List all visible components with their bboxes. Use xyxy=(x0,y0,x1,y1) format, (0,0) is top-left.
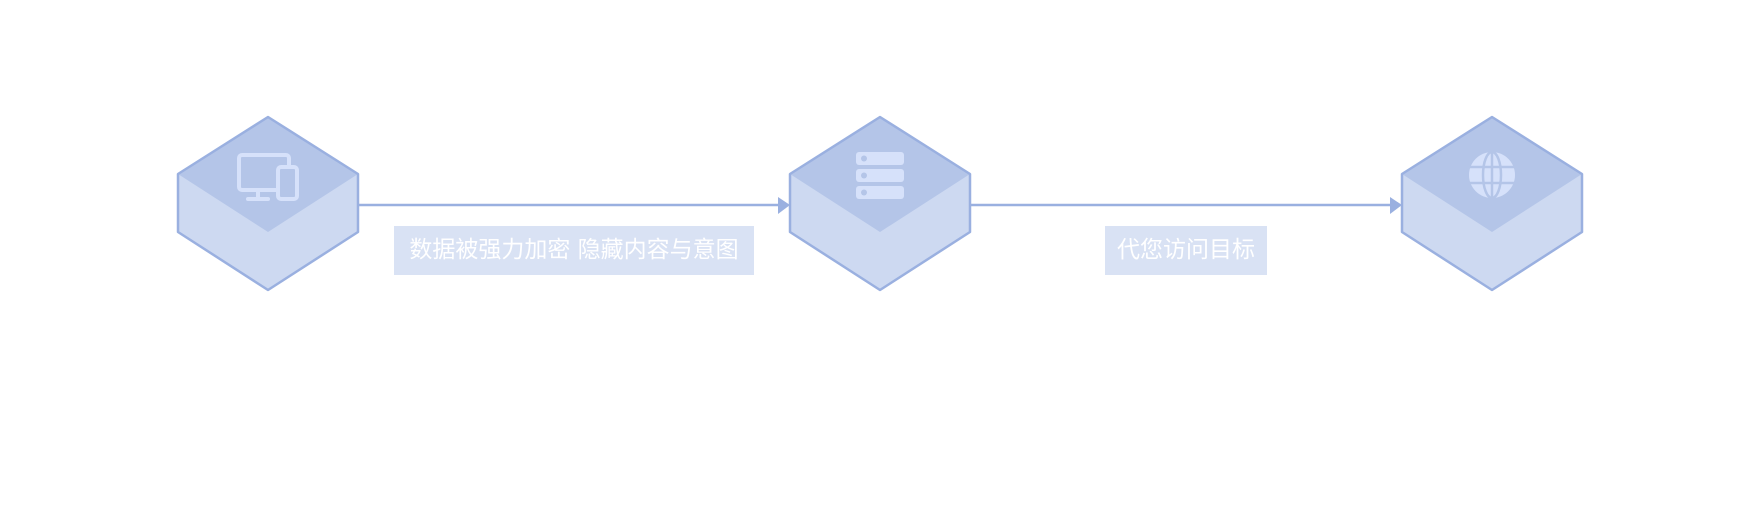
edge-label-access-target: 代您访问目标 xyxy=(1105,226,1267,275)
node-client xyxy=(176,115,360,292)
edge-client-proxy xyxy=(359,197,790,214)
arrowhead-icon xyxy=(1390,197,1402,214)
server-icon xyxy=(856,152,904,199)
globe-icon xyxy=(1469,150,1515,200)
devices-icon xyxy=(237,153,299,201)
node-target xyxy=(1400,115,1584,292)
node-proxy xyxy=(788,115,972,292)
edge-label-encrypted: 数据被强力加密 隐藏内容与意图 xyxy=(394,226,754,275)
edge-proxy-target xyxy=(971,197,1402,214)
arrowhead-icon xyxy=(778,197,790,214)
